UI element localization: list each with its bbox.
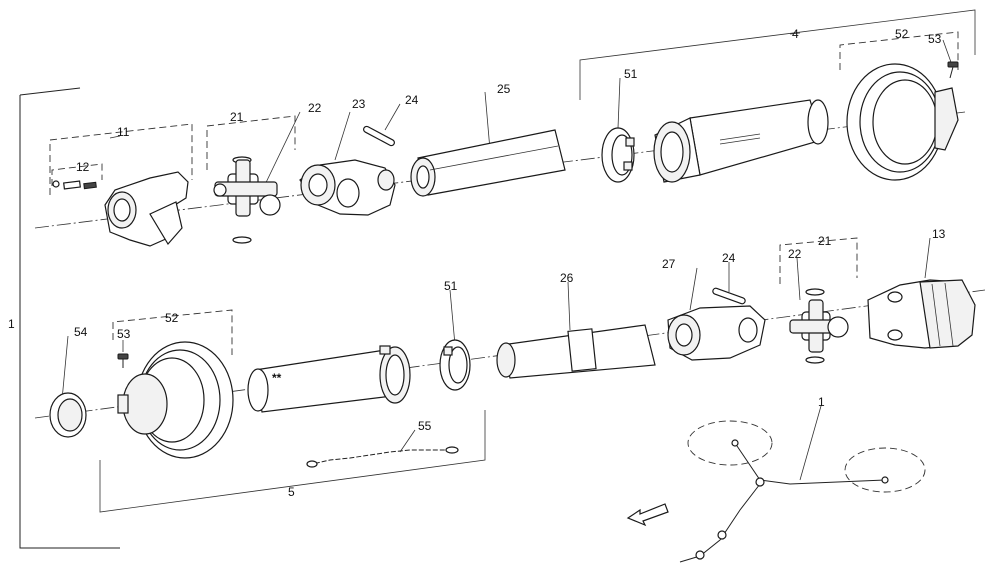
callout-21-top: 21 xyxy=(230,110,244,124)
callout-52-top: 52 xyxy=(895,27,909,41)
spring-pin-part-bottom xyxy=(712,287,746,305)
shaft-yoke-part xyxy=(299,159,396,216)
callout-11: 11 xyxy=(117,125,130,139)
callout-1-assembly: 1 xyxy=(818,395,825,409)
callout-5: 5 xyxy=(288,485,295,499)
screw-part xyxy=(947,61,959,79)
callout-4: 4 xyxy=(792,27,799,41)
profile-tube-part-bottom xyxy=(496,324,656,379)
grease-nipple-part xyxy=(52,180,97,190)
callout-25: 25 xyxy=(497,82,511,96)
callout-12: 12 xyxy=(76,160,90,174)
assembly-overview xyxy=(626,420,926,563)
callout-53-top: 53 xyxy=(928,32,942,46)
callout-1-left: 1 xyxy=(8,317,15,331)
bearing-ring-part-bottom xyxy=(439,339,471,391)
callout-23: 23 xyxy=(352,97,366,111)
safety-chain-part xyxy=(306,446,459,468)
callout-21-bottom: 21 xyxy=(818,234,832,248)
outer-guard-tube-part xyxy=(653,99,829,183)
shaft-yoke-part-bottom xyxy=(667,305,766,361)
profile-tube-part xyxy=(410,129,566,197)
callout-52-bottom: 52 xyxy=(165,311,179,325)
cross-journal-part xyxy=(213,156,281,244)
protection-cone-part xyxy=(846,63,959,181)
callout-13: 13 xyxy=(932,227,946,241)
quick-release-yoke-part xyxy=(867,279,976,349)
callout-labels: 1 4 52 53 11 12 21 22 23 24 25 51 13 21 … xyxy=(8,27,946,499)
callout-22-bottom: 22 xyxy=(788,247,802,261)
cross-journal-part-bottom xyxy=(789,288,849,364)
callout-27: 27 xyxy=(662,257,676,271)
spring-pin-part xyxy=(363,125,395,147)
callout-24-top: 24 xyxy=(405,93,419,107)
bearing-ring-part xyxy=(601,127,635,183)
callout-24-bottom: 24 xyxy=(722,251,736,265)
end-ring-part xyxy=(49,392,87,438)
callout-51-top: 51 xyxy=(624,67,638,81)
screw-part-bottom xyxy=(117,353,129,368)
callout-54: 54 xyxy=(74,325,88,339)
inner-guard-tube-part: ** xyxy=(247,345,411,413)
callout-53-bottom: 53 xyxy=(117,327,131,341)
callout-26: 26 xyxy=(560,271,574,285)
callout-22-top: 22 xyxy=(308,101,322,115)
assembly-frame xyxy=(19,87,120,549)
yoke-part xyxy=(104,171,189,247)
protection-cone-part-bottom xyxy=(117,341,234,459)
group-brackets xyxy=(49,9,976,513)
callout-55: 55 xyxy=(418,419,432,433)
double-star-mark: ** xyxy=(272,371,282,385)
callout-51-bottom: 51 xyxy=(444,279,458,293)
